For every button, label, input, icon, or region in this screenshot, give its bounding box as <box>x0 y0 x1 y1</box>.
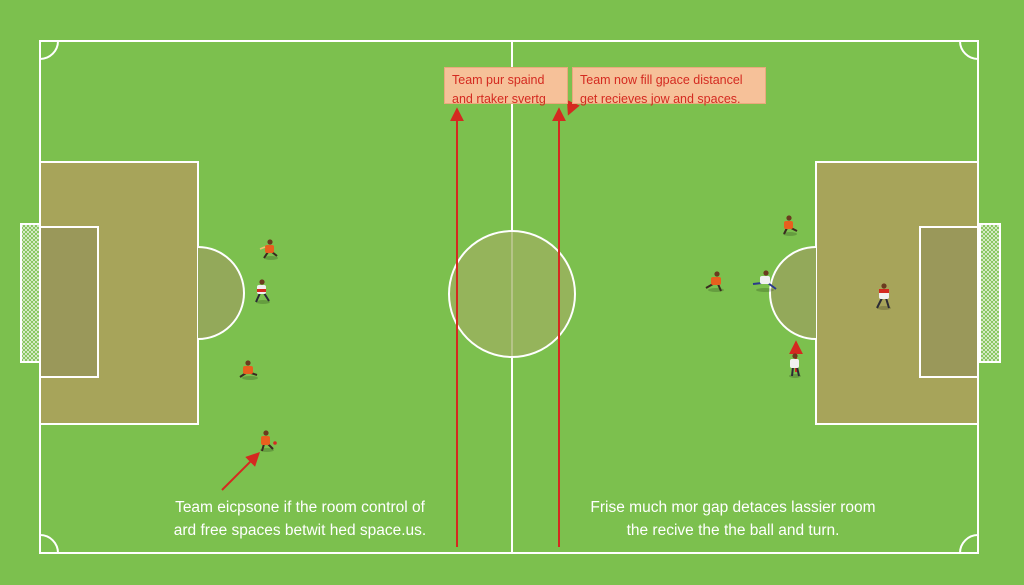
left-goal-area <box>39 226 99 378</box>
player-orange-5 <box>705 271 724 292</box>
callout-right: Team now fill gpace distancel get reciev… <box>572 67 766 106</box>
player-white-2 <box>752 270 777 292</box>
corner-arc-bottom-left <box>39 534 59 554</box>
callout-left-line-1: Team pur spaind <box>452 73 545 87</box>
corner-arc-top-left <box>39 40 59 60</box>
centre-circle <box>448 230 576 358</box>
right-penalty-arc <box>769 246 817 340</box>
player-white-4 <box>876 283 891 310</box>
corner-arc-bottom-right <box>959 534 979 554</box>
corner-arc-top-right <box>959 40 979 60</box>
player-orange-2 <box>239 360 258 380</box>
run-arrow-left <box>221 452 260 491</box>
callout-right-line-1: Team now fill gpace distancel <box>580 73 743 87</box>
caption-right-line-2: the recive the the ball and turn. <box>626 522 840 539</box>
right-goal-net <box>979 223 1001 363</box>
caption-left: Team eicpsone if the room control of ard… <box>152 496 448 542</box>
player-orange-4 <box>783 215 798 236</box>
caption-right: Frise much mor gap detaces lassier room … <box>566 496 900 542</box>
player-orange-1 <box>259 239 278 260</box>
player-white-1 <box>255 279 270 304</box>
right-goal-area <box>919 226 979 378</box>
left-goal-net <box>20 223 41 363</box>
callout-left-line-2: and rtaker svertg <box>452 92 546 106</box>
caption-left-line-2: ard free spaces betwit hed space.us. <box>173 522 427 539</box>
pitch-boundary <box>39 40 979 554</box>
caption-right-line-1: Frise much mor gap detaces lassier room <box>590 499 876 516</box>
callout-right-line-2: get recieves jow and spaces. <box>580 92 741 106</box>
callout-left: Team pur spaind and rtaker svertg <box>444 67 568 106</box>
caption-left-line-1: Team eicpsone if the room control of <box>175 499 425 516</box>
player-orange-3 <box>260 430 277 452</box>
player-white-3 <box>789 353 801 378</box>
left-penalty-arc <box>197 246 245 340</box>
